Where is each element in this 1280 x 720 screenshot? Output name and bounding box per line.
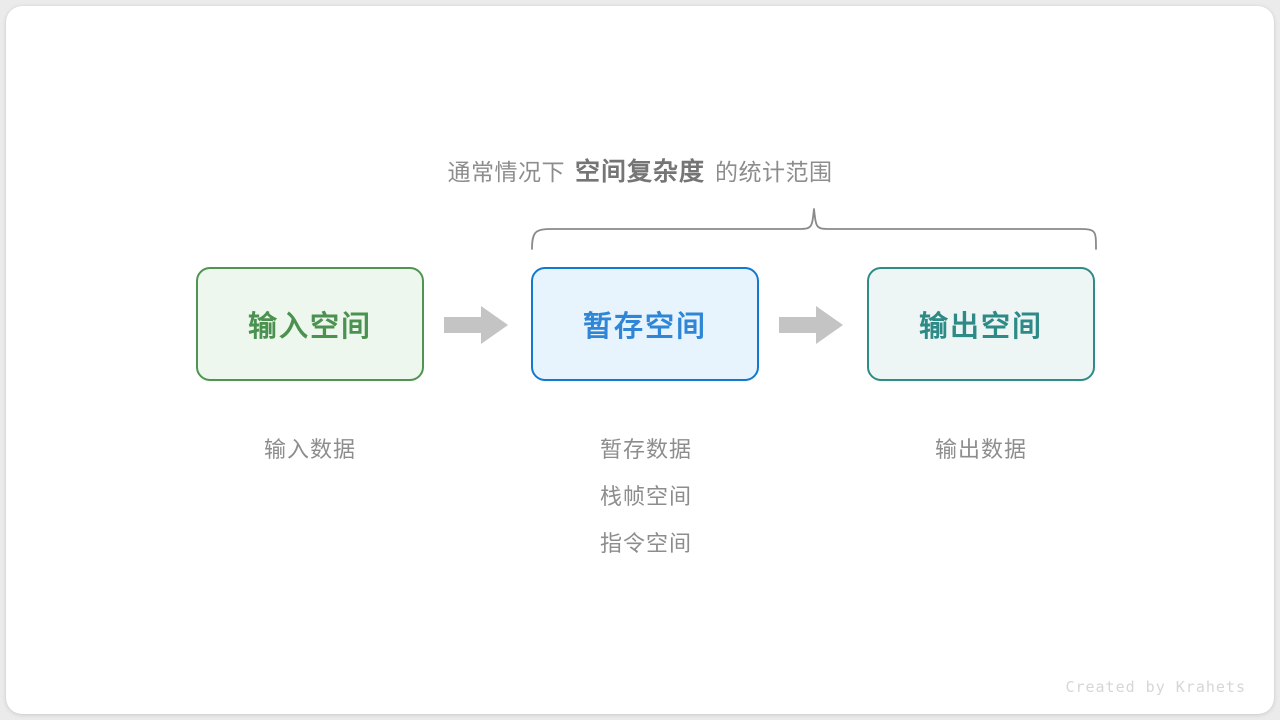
flow-box-output-label: 输出空间 [918, 311, 1043, 343]
arrow-input-to-temp [444, 306, 508, 344]
arrow-temp-to-output [779, 306, 843, 344]
flow-box-temp[interactable]: 暂存空间 [531, 267, 759, 381]
caption-line: 暂存数据 [599, 437, 692, 462]
flow-box-output[interactable]: 输出空间 [867, 267, 1095, 381]
caption-line: 输入数据 [263, 437, 356, 462]
caption-line: 指令空间 [599, 531, 692, 556]
caption-column-output: 输出数据 [851, 426, 1111, 473]
flow-box-input[interactable]: 输入空间 [196, 267, 424, 381]
caption-column-temp: 暂存数据 栈帧空间 指令空间 [516, 426, 776, 567]
caption-line: 输出数据 [934, 437, 1027, 462]
scope-brace [516, 198, 1116, 263]
diagram-canvas: 通常情况下空间复杂度的统计范围 输入空间 暂存空间 输出空间 [6, 6, 1274, 714]
flow-row: 输入空间 暂存空间 输出空间 [190, 267, 1102, 387]
brace-caption: 通常情况下空间复杂度的统计范围 [6, 152, 1274, 188]
brace-caption-suffix: 的统计范围 [715, 159, 833, 185]
brace-caption-emphasis: 空间复杂度 [574, 158, 705, 186]
watermark-credit: Created by Krahets [1065, 678, 1246, 696]
caption-line: 栈帧空间 [599, 484, 692, 509]
flow-box-temp-label: 暂存空间 [582, 311, 707, 343]
brace-caption-prefix: 通常情况下 [447, 159, 565, 185]
caption-column-input: 输入数据 [180, 426, 440, 473]
flow-box-input-label: 输入空间 [247, 311, 372, 343]
